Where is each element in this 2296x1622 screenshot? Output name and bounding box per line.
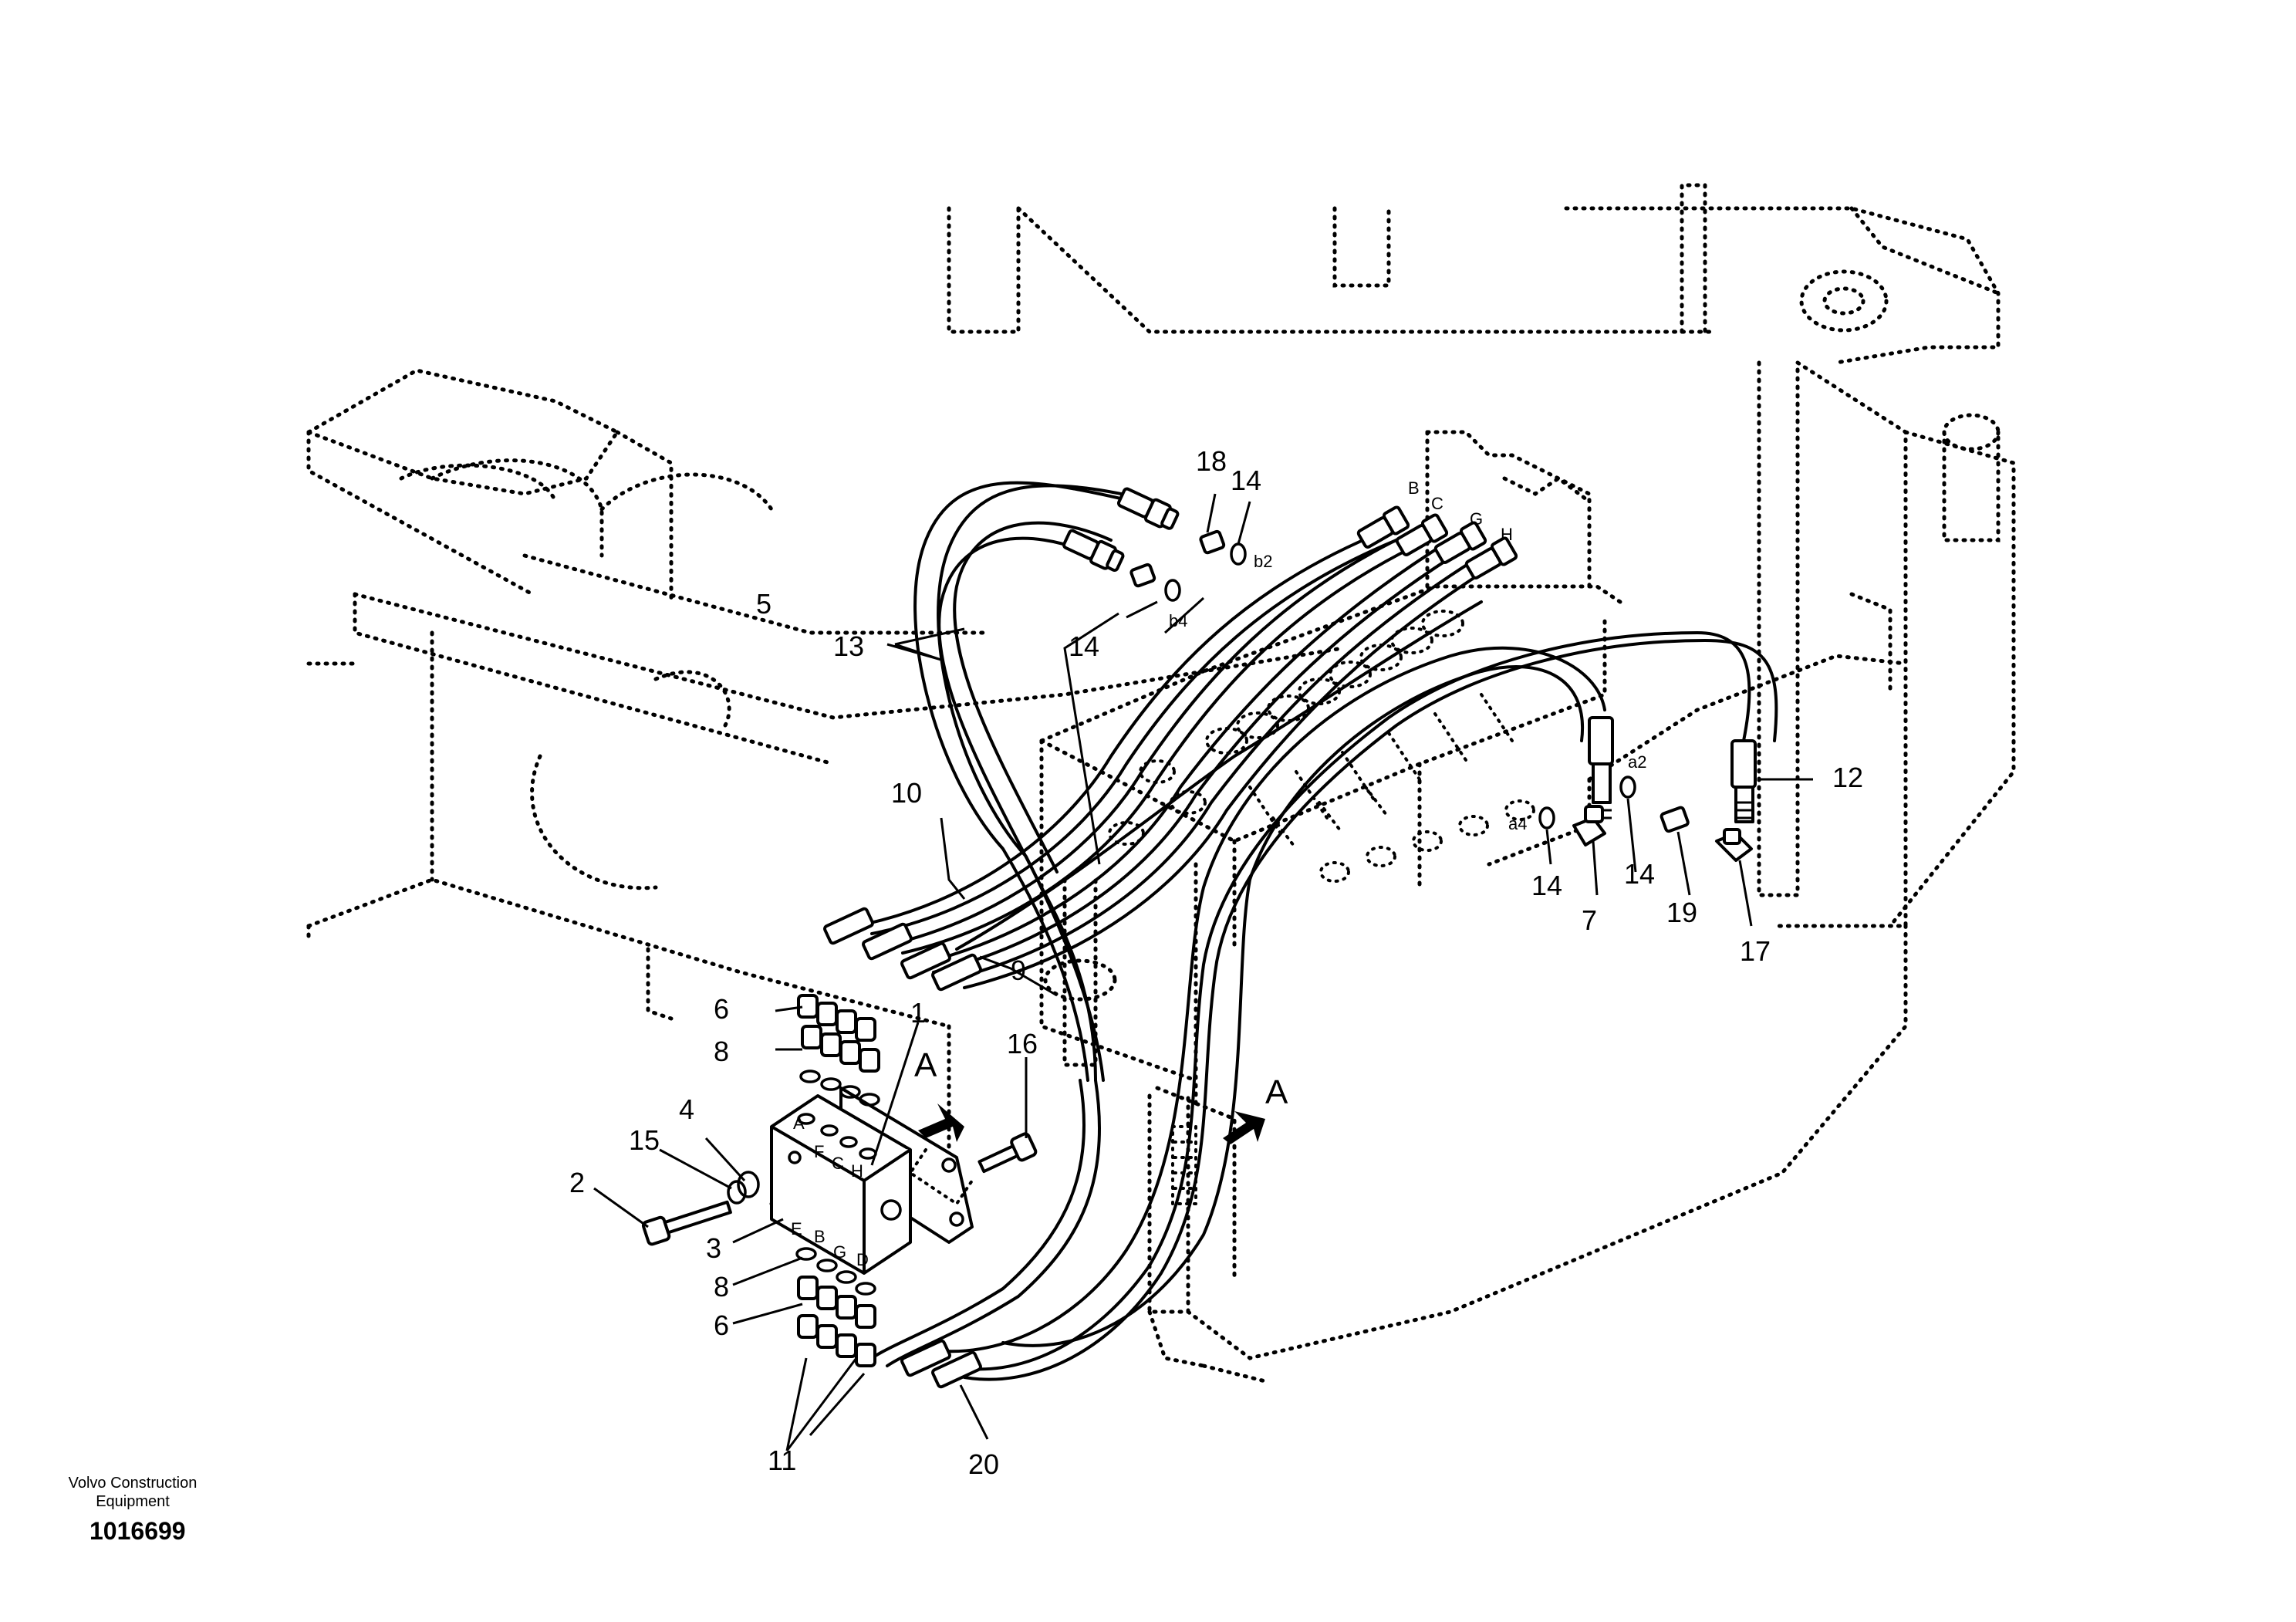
port-label-c-top: C xyxy=(1431,494,1443,513)
callout-10: 10 xyxy=(891,777,922,809)
callout-11: 11 xyxy=(768,1445,796,1476)
callout-3: 3 xyxy=(706,1232,721,1264)
callout-17: 17 xyxy=(1740,935,1771,967)
leader-lines xyxy=(593,493,1813,1451)
callout-1: 1 xyxy=(910,997,926,1029)
port-label-f-block: F xyxy=(814,1142,824,1161)
port-label-h-top: H xyxy=(1501,525,1513,544)
port-label-c-block: C xyxy=(832,1154,844,1173)
brand-line-1: Volvo Construction xyxy=(69,1475,198,1492)
callout-2: 2 xyxy=(569,1167,585,1198)
upper-fittings-stack xyxy=(797,994,880,1107)
port-labels: B C G H b2 b4 a2 a4 A F C H E B G D xyxy=(791,478,1646,1269)
callout-18: 18 xyxy=(1196,445,1227,477)
hose-assemblies xyxy=(823,481,1778,1389)
port-label-b-top: B xyxy=(1408,478,1420,498)
callout-19: 19 xyxy=(1666,897,1697,928)
callout-20: 20 xyxy=(968,1448,999,1480)
port-label-a4: a4 xyxy=(1508,814,1527,833)
callout-14-mid: 14 xyxy=(1069,630,1099,662)
port-label-e-block: E xyxy=(791,1219,802,1238)
callout-8-upper: 8 xyxy=(714,1036,729,1067)
valve-fittings xyxy=(1129,529,1753,862)
part-callouts: 1 2 3 4 5 6 6 7 8 8 9 10 11 12 13 14 14 … xyxy=(569,445,1863,1480)
port-label-g-block: G xyxy=(833,1242,846,1262)
machine-frame-outline xyxy=(304,183,2016,1384)
callout-5: 5 xyxy=(756,588,772,620)
manifold-block xyxy=(641,994,1038,1367)
bolt xyxy=(977,1132,1038,1174)
callout-12: 12 xyxy=(1832,762,1863,793)
document-number: 1016699 xyxy=(89,1517,186,1545)
callout-14-right-b: 14 xyxy=(1624,858,1655,890)
callout-8-lower: 8 xyxy=(714,1271,729,1303)
callout-7: 7 xyxy=(1582,904,1597,936)
port-label-d-block: D xyxy=(856,1250,869,1269)
port-label-a2: a2 xyxy=(1628,752,1646,772)
callout-9: 9 xyxy=(1011,955,1026,986)
callout-16: 16 xyxy=(1007,1028,1038,1059)
port-label-b-block: B xyxy=(814,1227,826,1246)
port-label-g-top: G xyxy=(1470,509,1483,529)
port-label-h-block: H xyxy=(851,1161,863,1181)
callout-6-upper: 6 xyxy=(714,993,729,1025)
port-label-b4: b4 xyxy=(1169,611,1187,630)
port-label-b2: b2 xyxy=(1254,552,1272,571)
callout-13: 13 xyxy=(833,630,864,662)
view-a-label-right: A xyxy=(1265,1073,1288,1111)
callout-15: 15 xyxy=(629,1124,660,1156)
callout-14-top: 14 xyxy=(1231,465,1261,496)
callout-6-lower: 6 xyxy=(714,1309,729,1341)
view-a-label-left: A xyxy=(914,1046,937,1084)
callout-14-right-a: 14 xyxy=(1531,870,1562,901)
bolt xyxy=(641,1200,732,1246)
port-label-a-block: A xyxy=(793,1113,805,1133)
view-arrows xyxy=(908,1103,1265,1206)
lower-fittings-stack xyxy=(795,1247,876,1367)
callout-4: 4 xyxy=(679,1093,694,1125)
brand-line-2: Equipment xyxy=(96,1493,170,1510)
